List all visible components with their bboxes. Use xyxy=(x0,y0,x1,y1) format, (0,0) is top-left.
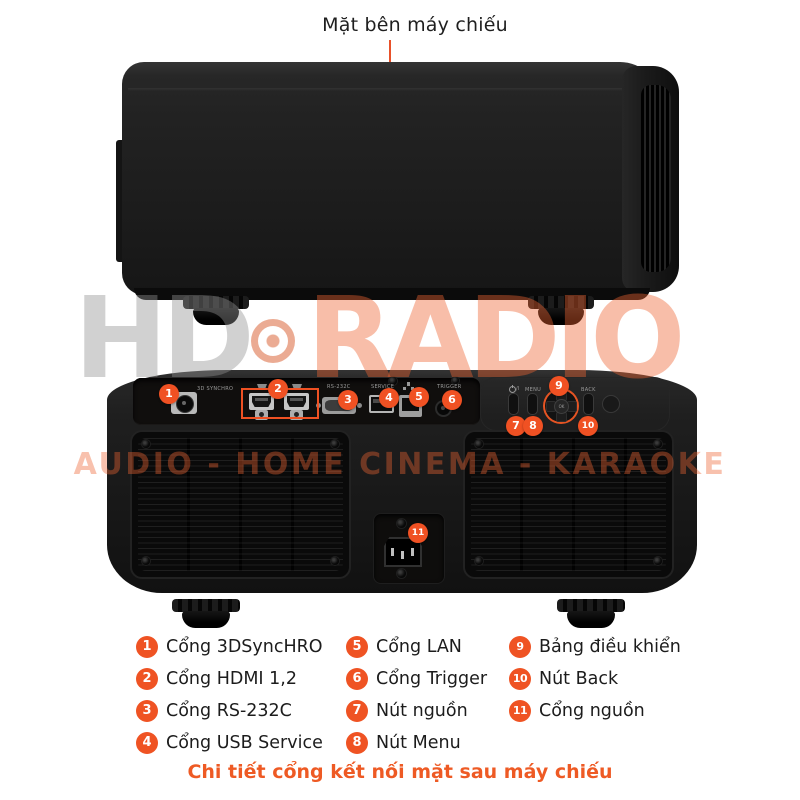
hdmi-mount-tab xyxy=(255,410,268,420)
port-lan xyxy=(399,395,422,417)
hdmi-mount-tab xyxy=(290,410,303,420)
side-body xyxy=(122,62,660,295)
legend-label: Bảng điều khiển xyxy=(539,637,681,657)
label-back: BACK xyxy=(581,387,596,393)
rear-foot-right xyxy=(557,599,625,628)
port-usb-service xyxy=(369,395,394,413)
legend-badge: 10 xyxy=(509,668,531,690)
legend-badge: 5 xyxy=(346,636,368,658)
legend-item: 3 Cổng RS-232C xyxy=(136,700,323,722)
legend-badge: 7 xyxy=(346,700,368,722)
legend-item: 11 Cổng nguồn xyxy=(509,700,681,722)
legend-item: 6 Cổng Trigger xyxy=(346,668,487,690)
port-power-inlet xyxy=(384,537,422,567)
legend-column-2: 5 Cổng LAN 6 Cổng Trigger 7 Nút nguồn 8 Nút … xyxy=(346,636,487,754)
legend-badge: 9 xyxy=(509,636,531,658)
hdmi-icon xyxy=(257,384,267,388)
back-button xyxy=(583,393,594,415)
legend-label: Cổng 3DSyncHRO xyxy=(166,637,323,657)
side-left-tab xyxy=(116,140,126,262)
side-lid-seam xyxy=(128,88,648,91)
legend-label: Cổng Trigger xyxy=(376,669,488,689)
hdmi-icon xyxy=(292,384,302,388)
legend-badge: 4 xyxy=(136,732,158,754)
legend-label: Cổng RS-232C xyxy=(166,701,292,721)
port-3dsync xyxy=(171,392,197,414)
rear-vent-grille-left xyxy=(130,430,351,579)
power-inlet-recess xyxy=(373,513,445,584)
label-3dsync: 3D SYNCHRO xyxy=(197,386,234,392)
legend-item: 8 Nút Menu xyxy=(346,732,487,754)
page-title: Mặt bên máy chiếu xyxy=(322,14,508,36)
legend-label: Nút Menu xyxy=(376,733,461,753)
3dsync-jack xyxy=(176,395,194,413)
side-exhaust-vent xyxy=(641,85,671,272)
legend-item: 9 Bảng điều khiển xyxy=(509,636,681,658)
legend-badge: 6 xyxy=(346,668,368,690)
footer-caption: Chi tiết cổng kết nối mặt sau máy chiếu xyxy=(187,761,613,783)
side-foot-right xyxy=(528,296,594,325)
projector-side-view xyxy=(114,60,694,330)
legend-column-3: 9 Bảng điều khiển 10 Nút Back 11 Cổng nguồn xyxy=(509,636,681,722)
power-button xyxy=(508,393,519,415)
port-rs232c xyxy=(316,397,362,414)
screw xyxy=(452,377,459,384)
legend-item: 5 Cổng LAN xyxy=(346,636,487,658)
legend-item: 4 Cổng USB Service xyxy=(136,732,323,754)
port-hdmi-2 xyxy=(284,393,309,410)
menu-button xyxy=(527,393,538,415)
screw xyxy=(389,377,397,385)
sensor-button xyxy=(602,395,620,413)
projector-rear-view: 3D SYNCHRO RS-232C SERVICE TRIGGER /I ME… xyxy=(100,365,700,640)
network-icon xyxy=(407,383,410,386)
legend-badge: 8 xyxy=(346,732,368,754)
side-base xyxy=(134,288,650,300)
legend-item: 1 Cổng 3DSyncHRO xyxy=(136,636,323,658)
label-trigger: TRIGGER xyxy=(437,384,462,390)
rear-vent-grille-right xyxy=(463,430,674,579)
label-rs232c: RS-232C xyxy=(327,384,351,390)
legend-label: Nút nguồn xyxy=(376,701,468,721)
legend-label: Nút Back xyxy=(539,669,619,689)
legend-item: 7 Nút nguồn xyxy=(346,700,487,722)
power-icon xyxy=(509,385,516,393)
side-foot-left xyxy=(183,296,249,325)
legend-badge: 2 xyxy=(136,668,158,690)
label-service: SERVICE xyxy=(371,384,395,390)
legend-item: 2 Cổng HDMI 1,2 xyxy=(136,668,323,690)
port-trigger xyxy=(435,400,452,417)
legend-label: Cổng nguồn xyxy=(539,701,645,721)
rear-foot-left xyxy=(172,599,240,628)
control-dpad: OK xyxy=(543,388,579,424)
legend-label: Cổng LAN xyxy=(376,637,462,657)
label-menu: MENU xyxy=(525,387,542,393)
legend-item: 10 Nút Back xyxy=(509,668,681,690)
label-power: /I xyxy=(516,386,520,392)
legend-badge: 1 xyxy=(136,636,158,658)
legend-label: Cổng USB Service xyxy=(166,733,323,753)
legend-badge: 11 xyxy=(509,700,531,722)
legend-label: Cổng HDMI 1,2 xyxy=(166,669,297,689)
ok-button: OK xyxy=(554,399,569,414)
legend-badge: 3 xyxy=(136,700,158,722)
port-hdmi-1 xyxy=(249,393,274,410)
legend-column-1: 1 Cổng 3DSyncHRO 2 Cổng HDMI 1,2 3 Cổng RS-… xyxy=(136,636,323,754)
